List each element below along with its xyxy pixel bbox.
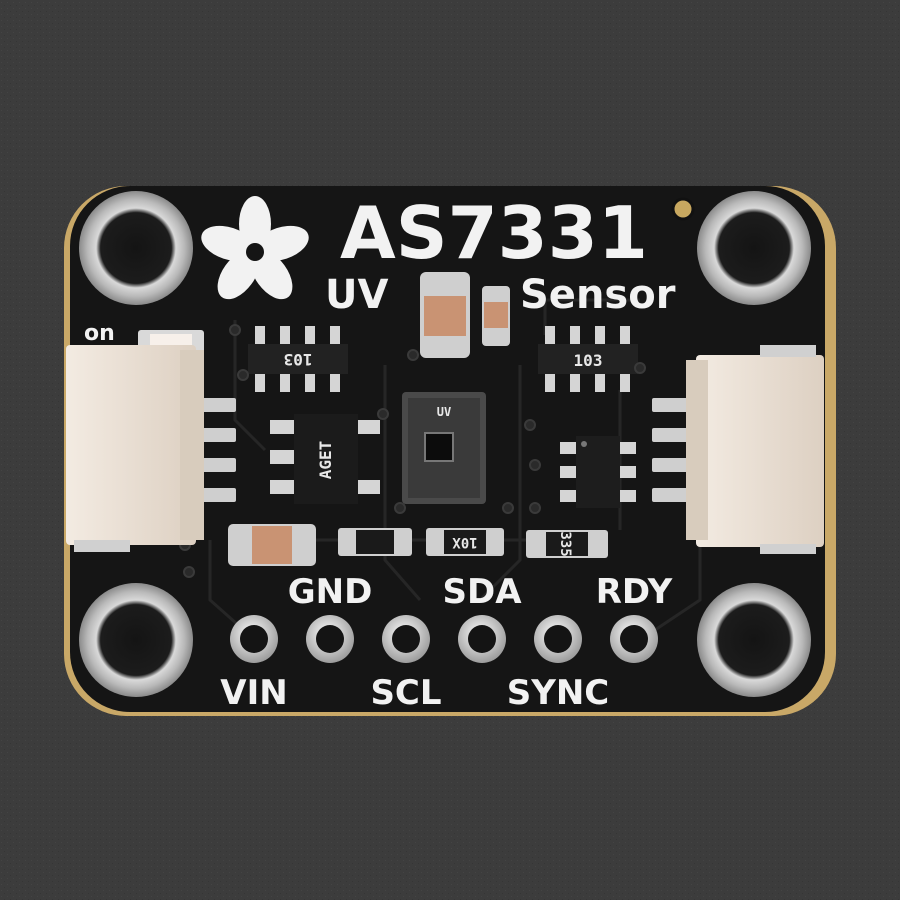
board-title: AS7331 xyxy=(340,191,648,275)
pin-label-rdy: RDY xyxy=(596,572,673,612)
pin-rdy xyxy=(610,615,658,663)
flower-logo xyxy=(201,196,309,300)
cap-code: 10X xyxy=(452,534,478,550)
mounting-hole-top-left xyxy=(79,191,193,305)
pin-label-scl: SCL xyxy=(370,673,441,713)
resistor-bottom-1 xyxy=(338,528,412,556)
pin-label-sync: SYNC xyxy=(507,673,610,713)
pin-sda xyxy=(458,615,506,663)
pin-vin xyxy=(230,615,278,663)
stemma-connector-right xyxy=(652,345,824,554)
stemma-connector-left xyxy=(66,345,236,552)
subtitle-sensor: Sensor xyxy=(520,272,676,318)
pin-gnd xyxy=(306,615,354,663)
regulator-chip: AGET xyxy=(270,414,380,504)
mounting-hole-bottom-left xyxy=(79,583,193,697)
uv-sensor-chip: UV xyxy=(402,392,486,504)
resistor-bottom-code: 335 xyxy=(557,531,573,556)
mounting-hole-bottom-right xyxy=(697,583,811,697)
capacitor-large xyxy=(420,272,470,358)
capacitor-small xyxy=(482,286,510,346)
pin-label-gnd: GND xyxy=(288,572,373,612)
subtitle-uv: UV xyxy=(325,272,388,318)
fiducial-mark xyxy=(671,197,695,221)
header-pins xyxy=(230,615,658,663)
pin-label-vin: VIN xyxy=(220,673,287,713)
regulator-marking: AGET xyxy=(316,441,335,480)
capacitor-10x: 10X xyxy=(426,528,504,556)
mounting-hole-top-right xyxy=(697,191,811,305)
capacitor-bottom xyxy=(228,524,316,566)
resistor-bottom-2: 335 xyxy=(526,530,608,558)
pin-sync xyxy=(534,615,582,663)
level-shifter-chip xyxy=(560,436,636,508)
resistor-array-right: 103 xyxy=(538,326,638,392)
led-label: on xyxy=(84,321,115,346)
pin-scl xyxy=(382,615,430,663)
sensor-marking: UV xyxy=(437,405,451,419)
resistor-right-code: 103 xyxy=(574,351,603,370)
resistor-left-code: 103 xyxy=(284,350,313,369)
resistor-array-left: 103 xyxy=(248,326,348,392)
mounting-holes xyxy=(79,191,811,697)
pin-label-sda: SDA xyxy=(442,572,522,612)
